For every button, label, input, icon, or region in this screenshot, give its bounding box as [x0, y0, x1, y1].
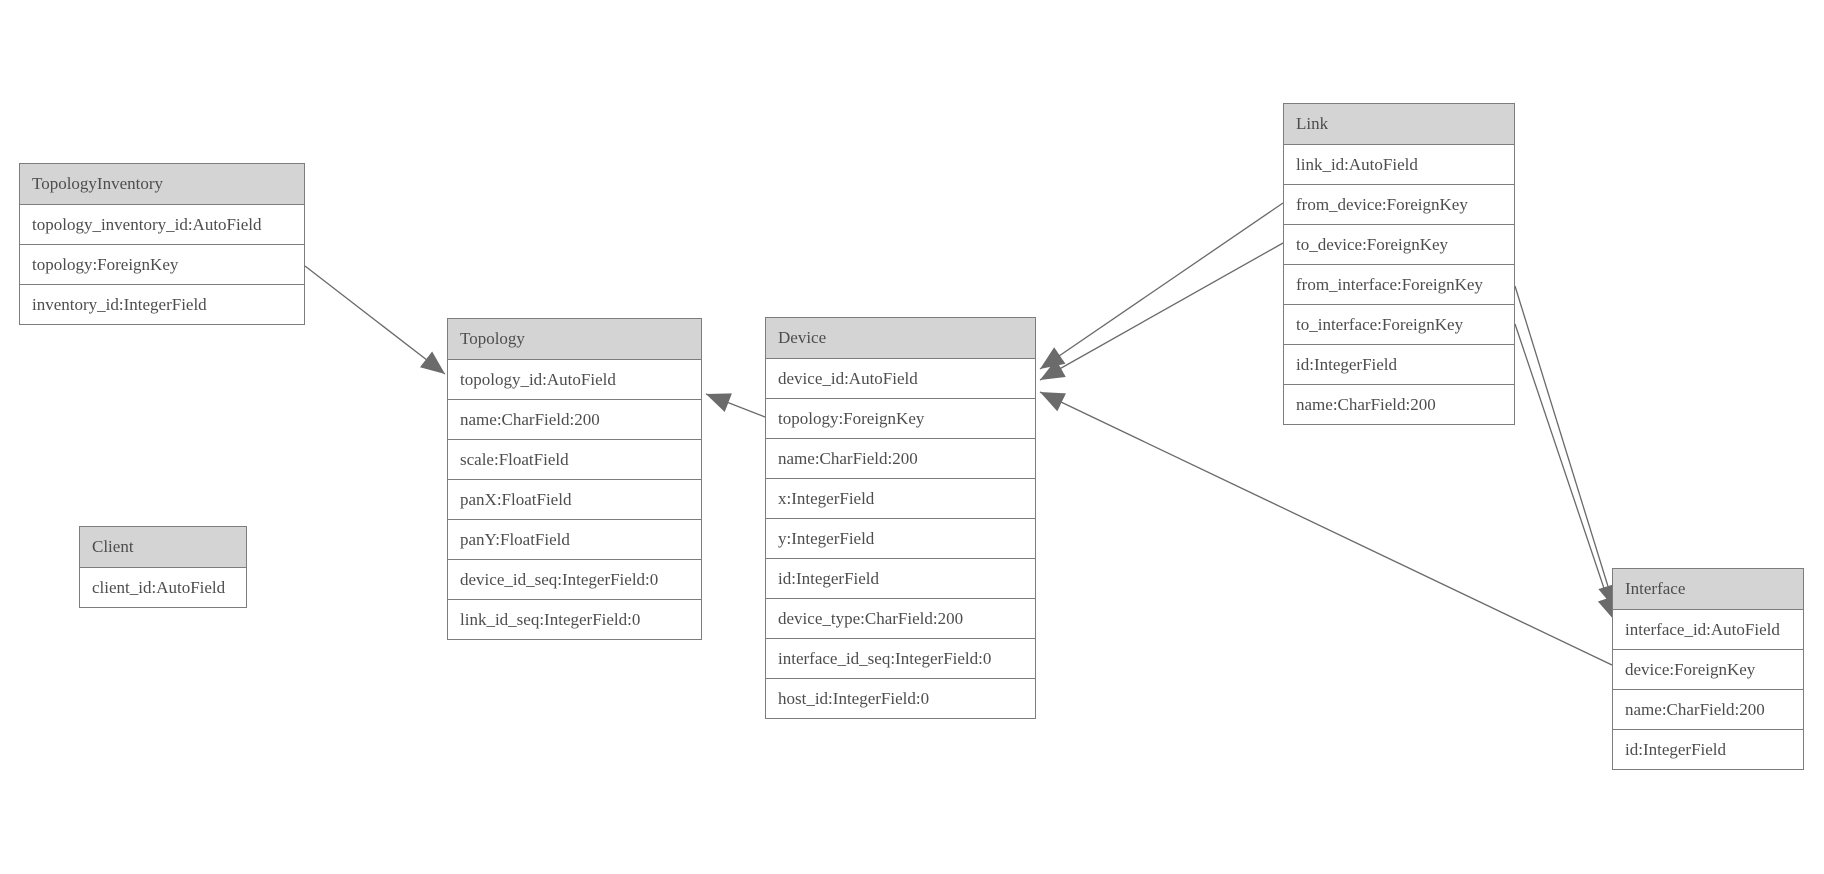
- entity-device-header: Device: [766, 318, 1035, 359]
- entity-link-field: from_device:ForeignKey: [1284, 185, 1514, 225]
- entity-topology-field: scale:FloatField: [448, 440, 701, 480]
- entity-topology-field: device_id_seq:IntegerField:0: [448, 560, 701, 600]
- entity-topology-field: panY:FloatField: [448, 520, 701, 560]
- entity-link-field: to_device:ForeignKey: [1284, 225, 1514, 265]
- entity-topologyinventory-field: topology:ForeignKey: [20, 245, 304, 285]
- entity-client-field: client_id:AutoField: [80, 568, 246, 607]
- edge-link-from-device: [1039, 202, 1284, 370]
- entity-device-field: host_id:IntegerField:0: [766, 679, 1035, 718]
- entity-device-field: y:IntegerField: [766, 519, 1035, 559]
- entity-device-field: interface_id_seq:IntegerField:0: [766, 639, 1035, 679]
- entity-link-header: Link: [1284, 104, 1514, 145]
- entity-topologyinventory-field: topology_inventory_id:AutoField: [20, 205, 304, 245]
- entity-device-field: device_id:AutoField: [766, 359, 1035, 399]
- entity-topologyinventory: TopologyInventory topology_inventory_id:…: [19, 163, 305, 325]
- entity-link: Link link_id:AutoField from_device:Forei…: [1283, 103, 1515, 425]
- entity-interface-header: Interface: [1613, 569, 1803, 610]
- entity-interface-field: device:ForeignKey: [1613, 650, 1803, 690]
- edge-interface-device: [1039, 391, 1613, 666]
- edge-link-to-device: [1039, 242, 1284, 381]
- entity-device-field: topology:ForeignKey: [766, 399, 1035, 439]
- entity-interface: Interface interface_id:AutoField device:…: [1612, 568, 1804, 770]
- entity-topology: Topology topology_id:AutoField name:Char…: [447, 318, 702, 640]
- edge-device-topology: [705, 393, 766, 418]
- entity-topology-field: topology_id:AutoField: [448, 360, 701, 400]
- entity-interface-field: id:IntegerField: [1613, 730, 1803, 769]
- entity-interface-field: name:CharField:200: [1613, 690, 1803, 730]
- entity-device-field: x:IntegerField: [766, 479, 1035, 519]
- entity-topology-field: name:CharField:200: [448, 400, 701, 440]
- entity-link-field: to_interface:ForeignKey: [1284, 305, 1514, 345]
- entity-topologyinventory-field: inventory_id:IntegerField: [20, 285, 304, 324]
- entity-link-field: name:CharField:200: [1284, 385, 1514, 424]
- entity-topologyinventory-header: TopologyInventory: [20, 164, 304, 205]
- entity-device-field: device_type:CharField:200: [766, 599, 1035, 639]
- entity-device-field: name:CharField:200: [766, 439, 1035, 479]
- entity-client: Client client_id:AutoField: [79, 526, 247, 608]
- entity-device: Device device_id:AutoField topology:Fore…: [765, 317, 1036, 719]
- entity-link-field: link_id:AutoField: [1284, 145, 1514, 185]
- entity-topology-header: Topology: [448, 319, 701, 360]
- entity-client-header: Client: [80, 527, 246, 568]
- entity-interface-field: interface_id:AutoField: [1613, 610, 1803, 650]
- entity-topology-field: panX:FloatField: [448, 480, 701, 520]
- entity-link-field: from_interface:ForeignKey: [1284, 265, 1514, 305]
- edge-link-to-interface: [1514, 323, 1617, 622]
- entity-topology-field: link_id_seq:IntegerField:0: [448, 600, 701, 639]
- entity-link-field: id:IntegerField: [1284, 345, 1514, 385]
- entity-device-field: id:IntegerField: [766, 559, 1035, 599]
- edge-topologyinventory-topology: [304, 265, 446, 375]
- edge-link-from-interface: [1514, 285, 1618, 610]
